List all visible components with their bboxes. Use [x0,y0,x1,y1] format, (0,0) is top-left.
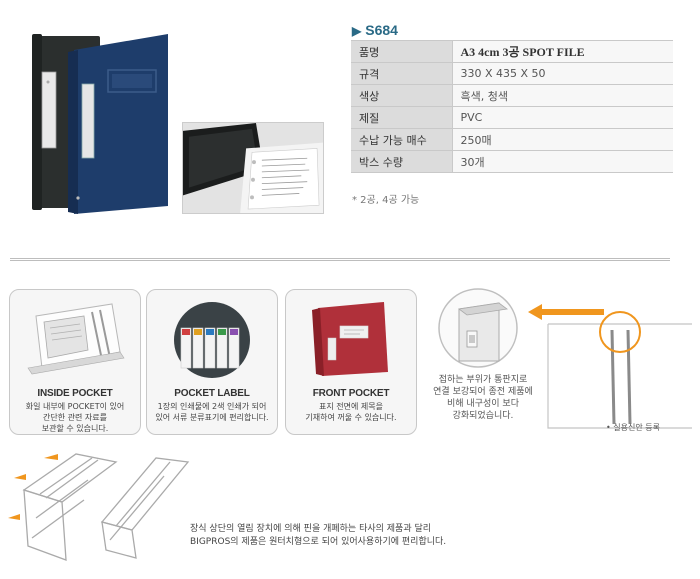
pocket-label-illustration [174,302,250,378]
hole-option-note: * 2공, 4공 가능 [352,195,420,206]
pointing-arrow-icon [528,304,604,320]
binder-open-detail-photo [182,122,324,214]
blue-binder [68,34,168,214]
spec-value: PVC [452,106,673,129]
spec-label: 제질 [351,106,453,129]
model-title: ▶S684 [352,22,398,38]
spec-value: 흑색, 청색 [452,84,673,107]
feature-description: 화일 내부에 POCKET이 있어 간단한 관련 자료를 보관할 수 있습니다. [25,402,125,433]
binder-product-photo [32,34,168,214]
reinforcement-description: 접하는 부위가 통판지로 연결 보강되어 종전 제품에 비해 내구성이 보다 강… [433,375,533,421]
feature-title: POCKET LABEL [174,388,250,399]
spec-value: 330 X 435 X 50 [452,62,673,85]
spec-value: 250매 [452,128,673,151]
spec-label: 규격 [351,62,453,85]
front-pocket-illustration [312,302,388,376]
feature-card-pocket-label: POCKET LABEL 1장의 인쇄물에 2색 인쇄가 되어 있어 서류 분류… [146,289,278,435]
one-touch-description: 장식 상단의 열림 장치에 의해 핀을 개폐하는 타사의 제품과 달리 BIGP… [190,524,447,547]
spec-label: 색상 [351,84,453,107]
spec-value: 30개 [452,150,673,173]
feature-description: 표지 전면에 제목을 기재하여 꺼울 수 있습니다. [305,402,397,422]
triangle-bullet-icon: ▶ [352,24,362,38]
spec-label: 수납 가능 매수 [351,128,453,151]
section-divider [10,258,670,261]
feature-card-inside-pocket: INSIDE POCKET 화일 내부에 POCKET이 있어 간단한 관련 자… [9,289,141,435]
ring-mechanism-illustration [8,453,190,561]
feature-title: FRONT POCKET [312,388,390,399]
inside-pocket-illustration [27,303,125,375]
feature-description: 1장의 인쇄물에 2색 인쇄가 되어 있어 서류 분류표기에 편리합니다. [155,402,269,422]
binder-side-view [547,311,692,429]
utility-model-label: • 실용신안 등록 [606,423,660,432]
feature-title: INSIDE POCKET [37,388,113,399]
spec-value: A3 4cm 3공 SPOT FILE [452,40,673,63]
model-number: S684 [365,22,398,38]
reinforced-corner-illustration [438,288,518,368]
spec-label: 품명 [351,40,453,63]
spec-label: 박스 수량 [351,150,453,173]
feature-card-front-pocket: FRONT POCKET 표지 전면에 제목을 기재하여 꺼울 수 있습니다. [285,289,417,435]
